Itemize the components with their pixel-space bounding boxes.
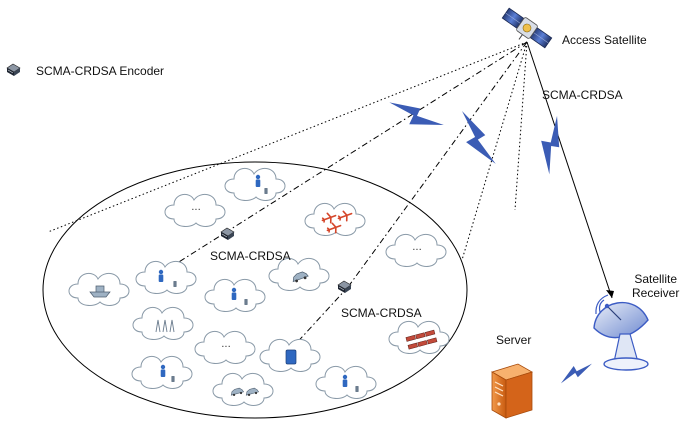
satellite-receiver-label-line2: Receiver [632, 286, 680, 300]
wireless-link-icon [455, 106, 496, 171]
wireless-link-icon [531, 113, 570, 175]
beam-boundary-lines [47, 41, 528, 261]
satellite-icon [501, 7, 553, 49]
wireless-link-icon [385, 91, 444, 141]
server-tower-icon [490, 363, 534, 419]
train-icon [405, 329, 438, 350]
downlink-arrowhead [606, 290, 614, 298]
satellite-receiver-label: Satellite Receiver [632, 272, 679, 300]
link-label-mid-left: SCMA-CRDSA [210, 249, 291, 263]
server-label: Server [496, 333, 532, 347]
cloud-icon [268, 257, 330, 291]
cloud-icon: ··· [385, 233, 447, 267]
cloud-icon [304, 202, 366, 236]
satellite-dish-icon [593, 294, 649, 371]
satellite-receiver-label-line1: Satellite [634, 272, 678, 286]
cloud-icon [132, 306, 194, 340]
cloud-icon: ··· [164, 193, 226, 227]
wireless-link-icon [556, 359, 595, 384]
cloud-icon [388, 320, 450, 354]
cloud-icon [224, 167, 286, 201]
encoder-device-icon [6, 63, 21, 77]
cell-tower-icon [155, 319, 175, 333]
ship-icon [89, 285, 111, 298]
legend-encoder-label: SCMA-CRDSA Encoder [36, 64, 165, 78]
cloud-icon: ··· [194, 330, 256, 364]
svg-text:···: ··· [412, 245, 422, 256]
encoder-device-icon [337, 280, 352, 294]
cloud-icon [259, 338, 321, 372]
coverage-area [42, 161, 468, 419]
link-label-mid-right: SCMA-CRDSA [341, 306, 422, 320]
svg-text:···: ··· [191, 205, 201, 216]
downlink-line [526, 41, 613, 299]
cloud-icon [315, 365, 377, 399]
uplink-lines [162, 41, 528, 349]
access-satellite-label: Access Satellite [562, 33, 647, 47]
cloud-icon [68, 272, 130, 306]
cloud-icon [212, 372, 274, 406]
cloud-icon [131, 355, 193, 389]
link-label-top: SCMA-CRDSA [542, 88, 623, 102]
mobile-device-icon [285, 349, 297, 365]
cloud-icon [204, 278, 266, 312]
encoder-device-icon [220, 227, 235, 241]
cloud-icon [135, 260, 197, 294]
svg-text:···: ··· [221, 342, 231, 353]
